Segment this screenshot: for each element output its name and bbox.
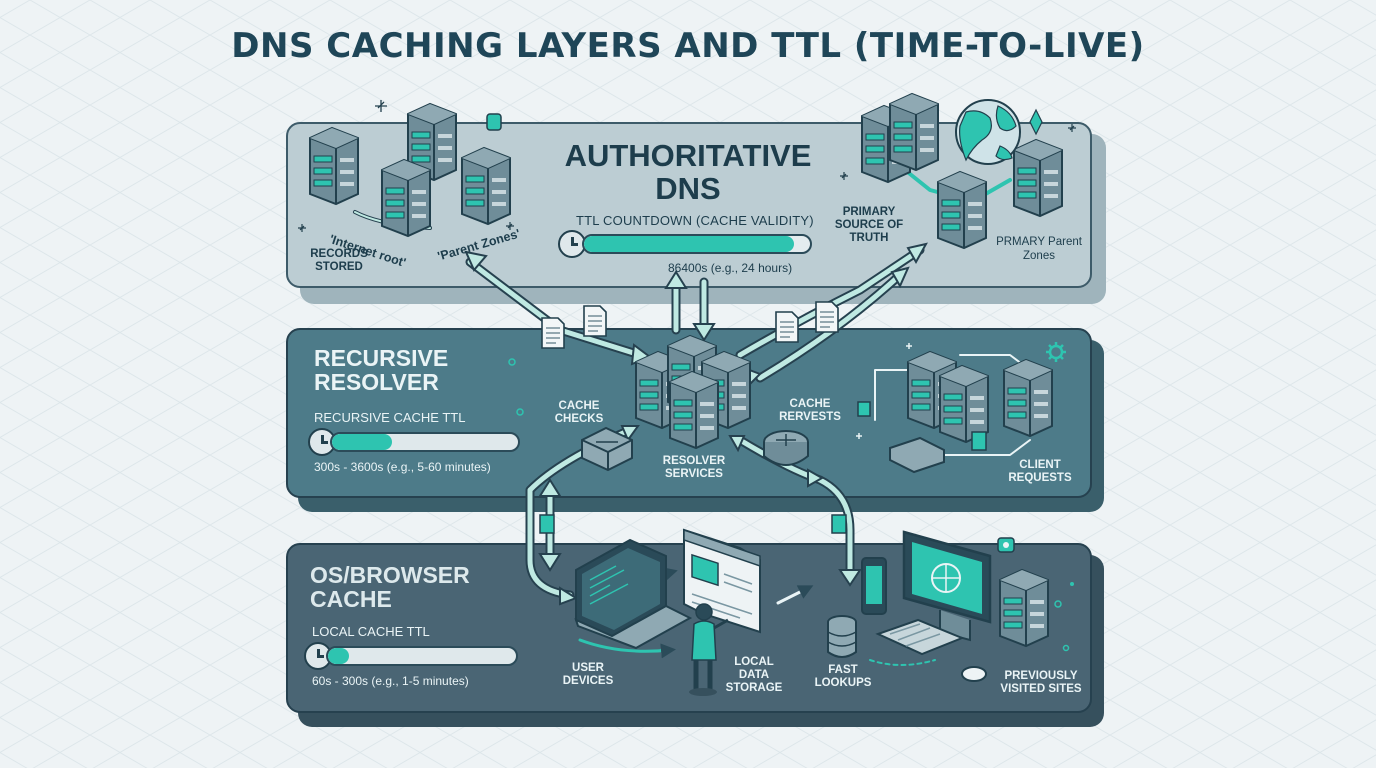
authoritative-ttl-bar <box>582 234 812 254</box>
browser-ttl-bar <box>326 646 518 666</box>
client-requests-label: CLIENT REQUESTS <box>1008 459 1072 485</box>
server-rack-icon <box>381 159 431 237</box>
router-icon <box>763 430 809 466</box>
cache-checks-label: CACHE CHECKS <box>554 400 604 426</box>
sparkle-icon <box>375 100 387 112</box>
page-title: DNS CACHING LAYERS AND TTL (TIME-TO-LIVE… <box>231 26 1145 66</box>
local-data-storage-label: LOCAL DATA STORAGE <box>725 656 783 695</box>
network-device-icon <box>889 436 945 474</box>
authoritative-heading: AUTHORITATIVE DNS <box>564 138 812 206</box>
switch-icon <box>581 426 633 472</box>
globe-icon <box>955 99 1021 165</box>
resolver-ttl-label: RECURSIVE CACHE TTL <box>314 410 466 425</box>
server-rack-icon <box>669 371 719 449</box>
server-rack-icon <box>939 365 989 443</box>
document-icon <box>583 305 607 337</box>
cache-rervests-label: CACHE RERVESTS <box>779 398 841 424</box>
server-rack-icon <box>1013 139 1063 217</box>
resolver-heading: RECURSIVE RESOLVER <box>314 345 449 396</box>
request-packet-icon <box>971 431 987 451</box>
browser-heading: OS/BROWSER CACHE <box>310 562 470 613</box>
authoritative-ttl-range: 86400s (e.g., 24 hours) <box>668 261 793 275</box>
records-stored-label: RECORDS STORED <box>310 248 368 274</box>
request-packet-icon <box>857 401 871 417</box>
resolver-ttl-bar <box>330 432 520 452</box>
document-icon <box>815 301 839 333</box>
authoritative-ttl-fill <box>584 236 795 252</box>
database-icon <box>827 615 857 658</box>
server-rack-icon <box>999 569 1049 647</box>
user-devices-label: USER DEVICES <box>562 662 614 688</box>
browser-window-icon <box>683 528 761 634</box>
server-rack-icon <box>309 127 359 205</box>
resolver-ttl-fill <box>332 434 392 450</box>
server-rack-icon <box>937 171 987 249</box>
browser-ttl-range: 60s - 300s (e.g., 1-5 minutes) <box>312 674 469 688</box>
mouse-icon <box>961 666 987 682</box>
server-rack-icon <box>889 93 939 171</box>
document-icon <box>541 317 565 349</box>
browser-ttl-label: LOCAL CACHE TTL <box>312 624 430 639</box>
server-rack-icon <box>461 147 511 225</box>
authoritative-ttl-label: TTL COUNTDOWN (CACHE VALIDITY) <box>576 213 814 228</box>
person-icon <box>689 603 729 696</box>
resolver-ttl-range: 300s - 3600s (e.g., 5-60 minutes) <box>314 460 491 474</box>
server-rack-icon <box>1003 359 1053 437</box>
resolver-services-label: RESOLVER SERVICES <box>662 455 726 481</box>
tag-icon <box>486 113 502 131</box>
laptop-icon <box>574 538 693 650</box>
previously-visited-label: PREVIOUSLY VISITED SITES <box>1000 670 1082 696</box>
browser-ttl-fill <box>328 648 349 664</box>
gear-icon <box>1046 342 1066 362</box>
crystal-icon <box>1029 108 1043 136</box>
fast-lookups-label: FAST LOOKUPS <box>814 664 872 690</box>
chat-bubble-icon <box>997 537 1015 553</box>
keyboard-icon <box>875 618 965 656</box>
document-icon <box>775 311 799 343</box>
primary-source-label: PRIMARY SOURCE OF TRUTH <box>834 206 904 245</box>
smartphone-icon <box>861 557 887 615</box>
primary-parent-zones-label: PRMARY Parent Zones <box>996 236 1082 262</box>
